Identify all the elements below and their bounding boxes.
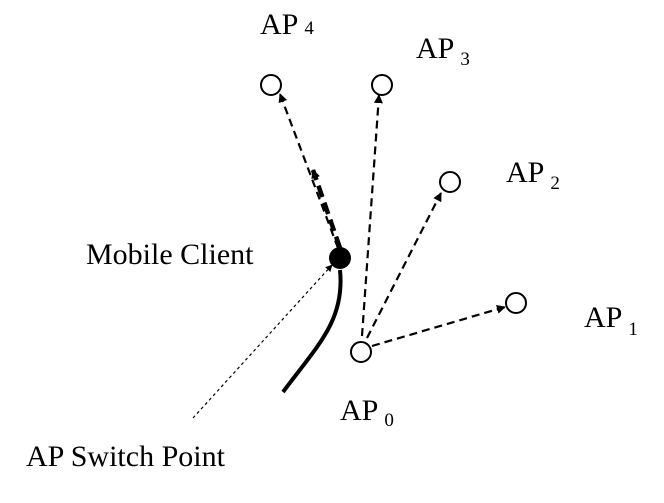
ap1-node: [505, 292, 527, 314]
mobile-client-node: [329, 247, 351, 269]
ap4-node: [260, 74, 282, 96]
movement-arrow: [310, 169, 343, 249]
link-ap0-ap1: [371, 304, 506, 348]
link-client-ap4: [278, 93, 340, 249]
switch-point-label: AP Switch Point: [26, 440, 226, 473]
switch-point-pointer: [192, 264, 333, 419]
ap0-node: [350, 341, 372, 363]
ap2-node: [439, 171, 461, 193]
mobile-client-label: Mobile Client: [86, 238, 254, 271]
ap3-node: [371, 74, 393, 96]
client-trajectory: [281, 269, 343, 394]
link-ap0-ap3: [360, 94, 383, 337]
link-ap0-ap2: [366, 192, 442, 339]
